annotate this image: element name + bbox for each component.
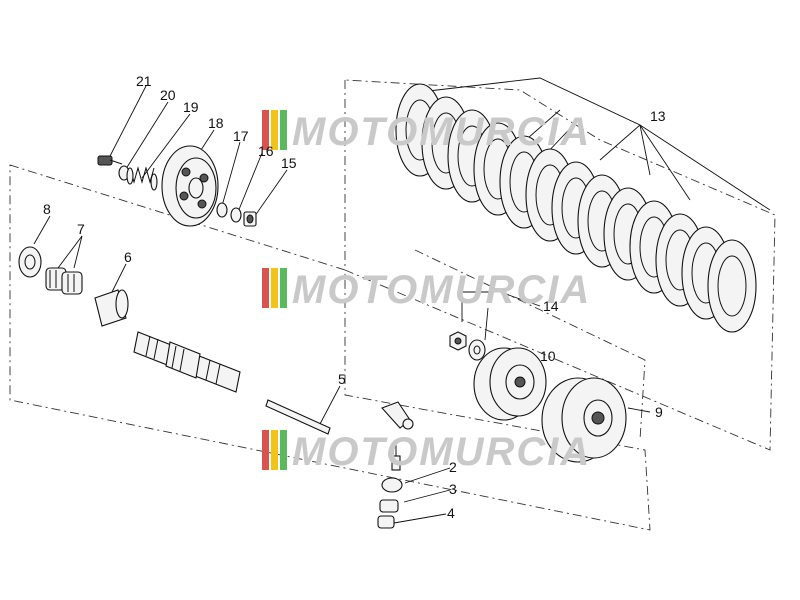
callout-2: 2 xyxy=(449,459,457,475)
watermark-stripe-green xyxy=(280,110,287,150)
main-shaft xyxy=(133,331,241,393)
callout-13: 13 xyxy=(650,108,666,124)
watermark-text: MOTOMURCIA xyxy=(292,268,591,312)
part-21-bolt xyxy=(97,155,123,166)
release-lever xyxy=(381,401,414,430)
callout-20: 20 xyxy=(160,87,176,103)
part-9-clutch-basket xyxy=(541,377,627,463)
part-7-needle-bearing xyxy=(45,267,83,295)
part-10-clutch-hub xyxy=(473,347,547,421)
part-14-lock-washer xyxy=(468,339,486,361)
callout-7: 7 xyxy=(77,221,85,237)
watermark-layer: MOTOMURCIA MOTOMURCIA MOTOMURCIA xyxy=(262,110,591,474)
part-3-ring xyxy=(381,477,403,493)
callout-16: 16 xyxy=(258,143,274,159)
part-6-bushing xyxy=(94,289,129,327)
part-8-washer xyxy=(18,246,42,278)
part-17-washer xyxy=(216,202,228,218)
part-5-push-rod xyxy=(265,399,331,435)
clutch-plate xyxy=(707,239,757,333)
part-19-spring xyxy=(126,166,158,191)
callout-15: 15 xyxy=(281,155,297,171)
part-13-clutch-plate-stack xyxy=(395,83,757,333)
callout-4: 4 xyxy=(447,505,455,521)
callout-14: 14 xyxy=(543,298,559,314)
callout-10: 10 xyxy=(540,348,556,364)
part-18-pressure-plate xyxy=(161,145,219,227)
watermark-1: MOTOMURCIA xyxy=(262,110,591,154)
watermark-stripe-red xyxy=(262,110,269,150)
left-assembly-outline xyxy=(9,164,651,531)
callout-17: 17 xyxy=(233,128,249,144)
part-2-pin xyxy=(391,440,401,471)
right-assembly-outline xyxy=(344,79,776,451)
callout-3: 3 xyxy=(449,481,457,497)
callout-labels: 21 20 19 18 17 16 15 13 14 10 9 8 7 6 5 … xyxy=(43,73,666,521)
part-15-nut xyxy=(243,211,257,227)
part-14-nut xyxy=(449,331,467,351)
part-16-ring xyxy=(230,207,242,223)
watermark-text: MOTOMURCIA xyxy=(292,110,591,154)
callout-5: 5 xyxy=(338,371,346,387)
watermark-stripe-yellow xyxy=(271,110,278,150)
watermark-text: MOTOMURCIA xyxy=(292,430,591,474)
leader-lines xyxy=(33,77,771,524)
callout-9: 9 xyxy=(655,404,663,420)
clutch-plate-inner-ring xyxy=(717,255,747,317)
callout-21: 21 xyxy=(136,73,152,89)
callout-6: 6 xyxy=(124,249,132,265)
watermark-3: MOTOMURCIA xyxy=(262,430,591,474)
callout-19: 19 xyxy=(183,99,199,115)
part-4-bearing xyxy=(377,499,399,529)
inner-clutch-outline xyxy=(414,249,646,441)
callout-18: 18 xyxy=(208,115,224,131)
watermark-2: MOTOMURCIA xyxy=(262,268,591,312)
callout-8: 8 xyxy=(43,201,51,217)
